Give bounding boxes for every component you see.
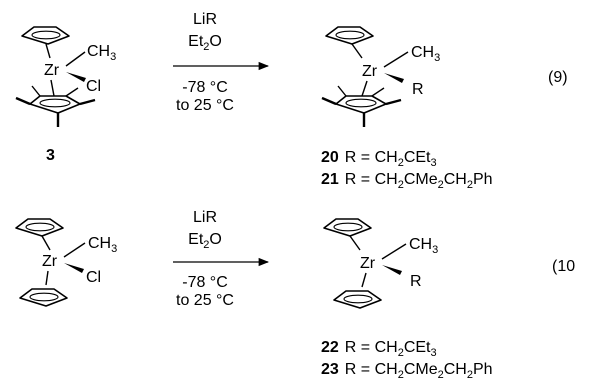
cp-star-ring	[15, 85, 96, 127]
reaction-10: Zr CH3 Cl LiR Et2O -78 °C to 25 °C Zr CH…	[15, 209, 575, 379]
reaction-arrow-9: LiR Et2O -78 °C to 25 °C	[173, 11, 270, 114]
reagent-solvent: Et2O	[188, 33, 222, 53]
condition-temp-start: -78 °C	[182, 274, 228, 291]
reactant-compound-3: Zr CH3 Cl 3	[15, 26, 116, 164]
cp-ring-bottom	[333, 290, 382, 309]
cp-star-ring	[321, 85, 402, 127]
wedge-bond	[66, 72, 86, 82]
cp-ring-top	[21, 26, 70, 45]
chloride-label: Cl	[86, 78, 101, 95]
equation-number-10: (10	[552, 258, 575, 275]
zr-atom-label: Zr	[44, 62, 60, 79]
reagent-solvent: Et2O	[188, 231, 222, 251]
equation-number-9: (9)	[548, 69, 568, 86]
condition-temp-end: to 25 °C	[176, 97, 234, 114]
compound-label-3: 3	[46, 147, 55, 164]
chloride-label: Cl	[86, 269, 101, 286]
wedge-bond	[64, 263, 84, 273]
reagent-lir: LiR	[193, 11, 217, 28]
methyl-label: CH3	[88, 235, 117, 255]
product-compound-20-21: Zr CH3 R	[321, 26, 440, 127]
zr-atom-label: Zr	[360, 255, 376, 272]
reagent-lir: LiR	[193, 209, 217, 226]
cp-ring-top	[15, 218, 64, 237]
wedge-bond	[382, 265, 402, 275]
cp-ring-top	[323, 218, 372, 237]
reaction-9: Zr CH3 Cl 3 LiR Et2O -78 °C to	[15, 11, 568, 191]
methyl-label: CH3	[409, 236, 438, 256]
wedge-bond	[384, 73, 404, 83]
reaction-arrow-10: LiR Et2O -78 °C to 25 °C	[173, 209, 270, 309]
alkyl-r-label: R	[412, 81, 424, 98]
condition-temp-start: -78 °C	[182, 79, 228, 96]
product-compound-22-23: Zr CH3 R	[323, 218, 438, 309]
methyl-label: CH3	[411, 44, 440, 64]
alkyl-r-label: R	[410, 273, 422, 290]
cp-ring-bottom	[19, 288, 68, 307]
cp-ring-top	[325, 26, 374, 45]
methyl-label: CH3	[87, 43, 116, 63]
zr-atom-label: Zr	[362, 63, 378, 80]
zr-atom-label: Zr	[42, 253, 58, 270]
condition-temp-end: to 25 °C	[176, 292, 234, 309]
reactant-cp2zr-methyl-chloride: Zr CH3 Cl	[15, 218, 117, 307]
